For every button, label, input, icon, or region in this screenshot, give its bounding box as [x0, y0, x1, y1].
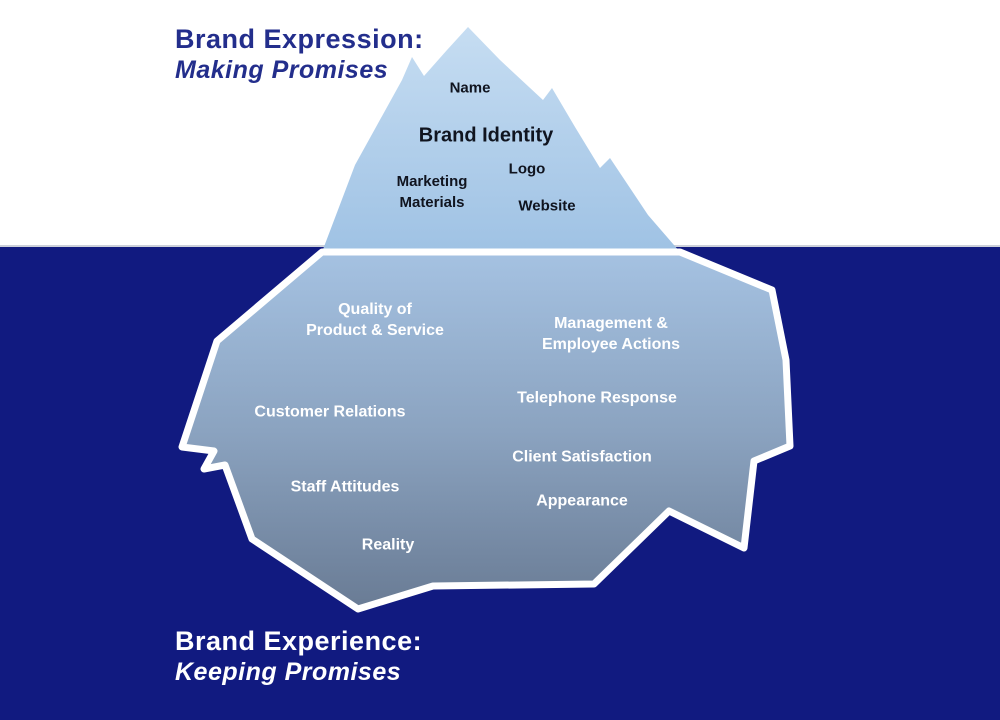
brand-expression-heading: Brand Expression: Making Promises	[175, 24, 424, 86]
iceberg-underwater-shape	[178, 248, 794, 613]
label-staff-attitudes: Staff Attitudes	[290, 478, 400, 496]
brand-experience-subtitle: Keeping Promises	[175, 658, 402, 686]
iceberg-tip-shape	[322, 27, 680, 252]
label-telephone-response: Telephone Response	[517, 389, 677, 407]
label-management-line2: Employee Actions	[541, 336, 681, 353]
label-marketing-materials-line2: Materials	[399, 194, 465, 211]
label-marketing-materials: Marketing Materials	[397, 171, 468, 213]
label-logo: Logo	[508, 160, 546, 178]
label-quality-line1: Quality of	[338, 301, 412, 318]
label-website: Website	[518, 197, 576, 215]
label-name: Name	[449, 79, 491, 97]
brand-experience-heading: Brand Experience: Keeping Promises	[175, 626, 422, 688]
label-marketing-materials-line1: Marketing	[396, 173, 468, 190]
label-appearance: Appearance	[536, 492, 628, 510]
brand-experience-title: Brand Experience:	[175, 626, 423, 656]
label-management-employee-actions: Management & Employee Actions	[542, 313, 680, 355]
label-quality-line2: Product & Service	[306, 322, 444, 339]
label-management-line1: Management &	[554, 315, 668, 332]
label-customer-relations: Customer Relations	[254, 403, 406, 421]
label-quality-of-product-service: Quality of Product & Service	[306, 299, 444, 341]
label-client-satisfaction: Client Satisfaction	[512, 448, 652, 466]
brand-expression-subtitle: Making Promises	[175, 56, 389, 84]
label-brand-identity: Brand Identity	[418, 124, 554, 147]
label-reality: Reality	[361, 536, 415, 554]
brand-expression-title: Brand Expression:	[175, 24, 424, 54]
